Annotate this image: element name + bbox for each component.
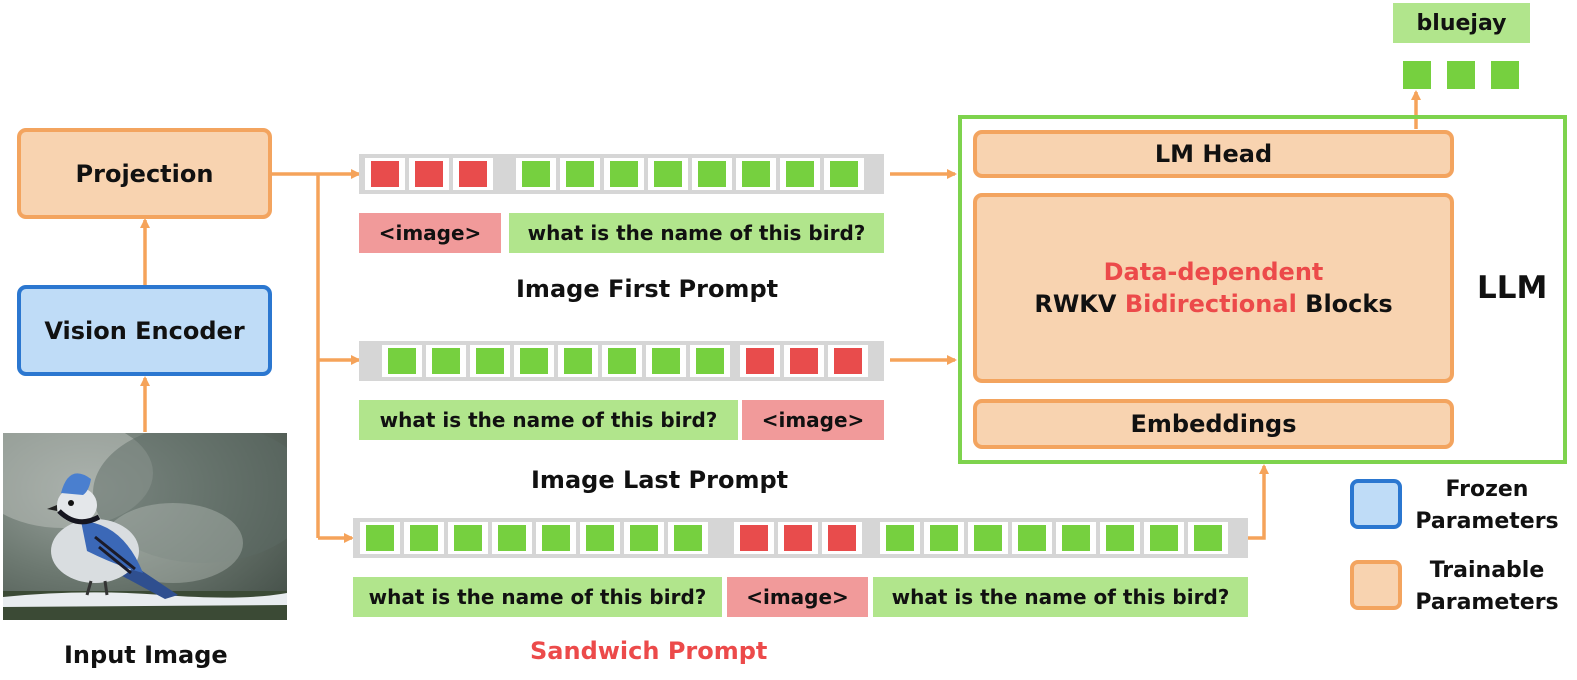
legend-trainable-label: Trainable Parameters <box>1412 555 1562 619</box>
image-last-prompt-title: Image Last Prompt <box>531 466 789 494</box>
text-token <box>448 522 488 554</box>
sandwich-token-strip <box>353 518 1248 558</box>
image-last-image-chip: <image> <box>742 400 884 440</box>
blocks-line-2: RWKV Bidirectional Blocks <box>1034 288 1392 320</box>
blocks-line-1: Data-dependent <box>1103 257 1324 286</box>
sandwich-prompt-title: Sandwich Prompt <box>530 637 768 665</box>
rwkv-blocks-box: Data-dependent RWKV Bidirectional Blocks <box>973 193 1454 383</box>
image-token <box>365 158 405 190</box>
blocks-rwkv: RWKV <box>1034 290 1125 318</box>
input-bird-photo <box>3 433 287 620</box>
text-token <box>558 345 598 377</box>
image-token <box>828 345 868 377</box>
legend-frozen-swatch <box>1350 479 1402 529</box>
projection-box: Projection <box>17 128 272 219</box>
blocks-suffix: Blocks <box>1296 290 1393 318</box>
legend-trainable-line2: Parameters <box>1415 589 1559 615</box>
text-token <box>736 158 776 190</box>
text-token <box>1188 522 1228 554</box>
text-token <box>426 345 466 377</box>
input-image-caption: Input Image <box>64 641 228 669</box>
text-token <box>602 345 642 377</box>
text-token <box>580 522 620 554</box>
text-token <box>1144 522 1184 554</box>
text-token <box>668 522 708 554</box>
text-token <box>624 522 664 554</box>
text-token <box>924 522 964 554</box>
image-token <box>409 158 449 190</box>
text-token <box>648 158 688 190</box>
text-token <box>968 522 1008 554</box>
text-token <box>516 158 556 190</box>
image-token <box>784 345 824 377</box>
output-token <box>1447 61 1475 89</box>
legend-frozen-line2: Parameters <box>1415 508 1559 534</box>
text-token <box>1056 522 1096 554</box>
text-token <box>470 345 510 377</box>
output-token <box>1491 61 1519 89</box>
text-token <box>492 522 532 554</box>
text-token <box>514 345 554 377</box>
sandwich-text-chip-after: what is the name of this bird? <box>873 577 1248 617</box>
image-first-text-chip: what is the name of this bird? <box>509 213 884 253</box>
image-token <box>822 522 862 554</box>
text-token <box>382 345 422 377</box>
image-token <box>740 345 780 377</box>
text-token <box>560 158 600 190</box>
legend-frozen-line1: Frozen <box>1445 477 1529 502</box>
legend-frozen-label: Frozen Parameters <box>1412 474 1562 538</box>
llm-label: LLM <box>1477 270 1548 306</box>
blocks-bidirectional: Bidirectional <box>1124 290 1297 318</box>
image-first-image-chip: <image> <box>359 213 501 253</box>
text-token <box>780 158 820 190</box>
text-token <box>1100 522 1140 554</box>
image-last-text-chip: what is the name of this bird? <box>359 400 738 440</box>
output-token <box>1403 61 1431 89</box>
image-token <box>453 158 493 190</box>
image-first-token-strip <box>359 154 884 194</box>
image-first-prompt-title: Image First Prompt <box>516 275 779 303</box>
text-token <box>360 522 400 554</box>
sandwich-image-chip: <image> <box>727 577 868 617</box>
image-token <box>734 522 774 554</box>
text-token <box>692 158 732 190</box>
image-token <box>778 522 818 554</box>
text-token <box>1012 522 1052 554</box>
text-token <box>690 345 730 377</box>
text-token <box>646 345 686 377</box>
embeddings-box: Embeddings <box>973 399 1454 449</box>
output-label-bluejay: bluejay <box>1393 3 1530 43</box>
sandwich-text-chip-before: what is the name of this bird? <box>353 577 722 617</box>
text-token <box>536 522 576 554</box>
text-token <box>824 158 864 190</box>
vision-encoder-box: Vision Encoder <box>17 285 272 376</box>
lm-head-box: LM Head <box>973 130 1454 178</box>
text-token <box>404 522 444 554</box>
text-token <box>604 158 644 190</box>
image-last-token-strip <box>359 341 884 381</box>
bluejay-illustration <box>3 433 287 620</box>
llm-container <box>958 115 1567 464</box>
legend-trainable-swatch <box>1350 560 1402 610</box>
text-token <box>880 522 920 554</box>
legend-trainable-line1: Trainable <box>1429 558 1545 583</box>
